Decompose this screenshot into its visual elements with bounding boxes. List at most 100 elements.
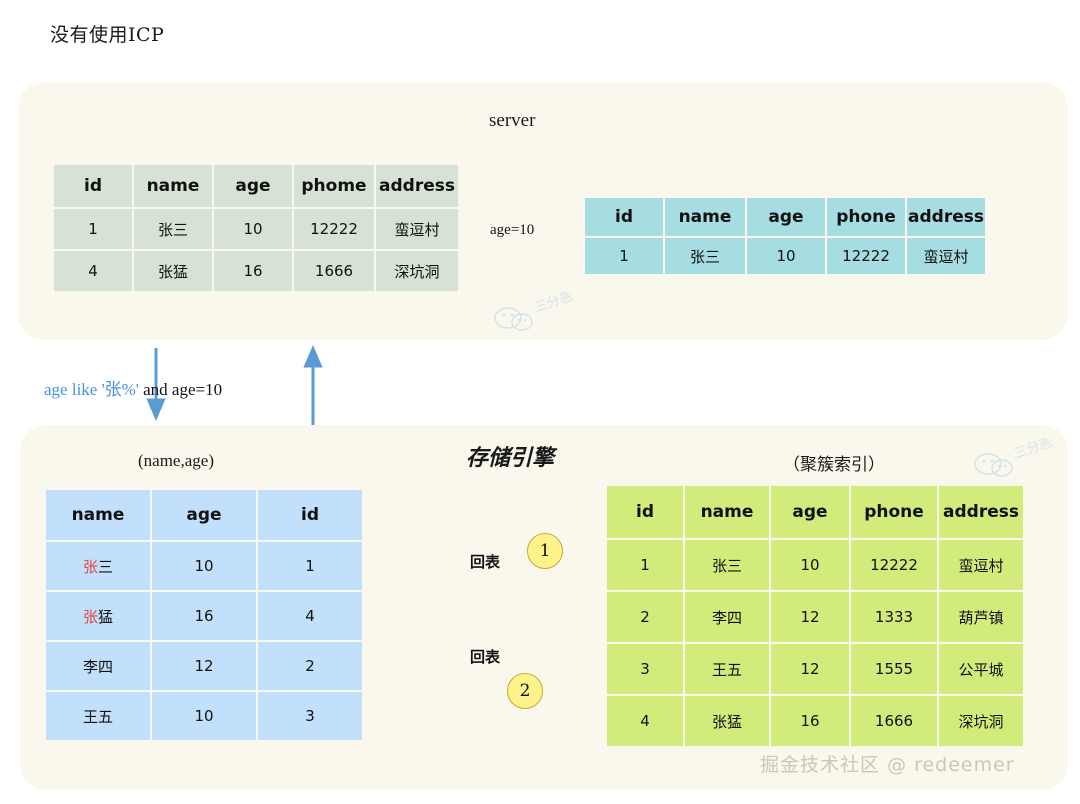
cell-id: 1 bbox=[607, 540, 683, 590]
table-row: 4 张猛 16 1666 深坑洞 bbox=[607, 696, 1023, 746]
page-title: 没有使用ICP bbox=[50, 24, 165, 46]
cell: 12 bbox=[771, 644, 849, 694]
column-header: id bbox=[607, 486, 683, 538]
cell-name: 张猛 bbox=[46, 592, 150, 640]
secondary-index-table: name age id 张三 10 1 张猛 16 4 李四 12 2 王五 1… bbox=[44, 488, 364, 742]
name-prefix-highlight: 张 bbox=[82, 607, 98, 626]
cell: 16 bbox=[214, 251, 292, 291]
cell: 1666 bbox=[294, 251, 374, 291]
table-row: 3 王五 12 1555 公平城 bbox=[607, 644, 1023, 694]
clustered-index-table: id name age phone address 1 张三 10 12222 … bbox=[605, 484, 1025, 748]
clustered-index-caption: （聚簇索引） bbox=[783, 455, 885, 475]
cell-age: 16 bbox=[152, 592, 256, 640]
cell: 12222 bbox=[294, 209, 374, 249]
table-row: 李四 12 2 bbox=[46, 642, 362, 690]
step-badge-1: 1 bbox=[527, 533, 563, 569]
cell-name: 王五 bbox=[46, 692, 150, 740]
column-header: address bbox=[376, 165, 458, 207]
cell-id: 3 bbox=[258, 692, 362, 740]
cell: 1 bbox=[585, 238, 663, 274]
cell-age: 10 bbox=[152, 692, 256, 740]
column-header: phone bbox=[827, 198, 905, 236]
cell: 12222 bbox=[851, 540, 937, 590]
cell: 1 bbox=[54, 209, 132, 249]
cell-id: 4 bbox=[258, 592, 362, 640]
cell: 1666 bbox=[851, 696, 937, 746]
cell: 张猛 bbox=[134, 251, 212, 291]
table-header-row: id name age phone address bbox=[607, 486, 1023, 538]
name-rest: 猛 bbox=[98, 607, 114, 626]
lookup-label-2: 回表 bbox=[466, 645, 505, 668]
secondary-index-caption: (name,age) bbox=[138, 451, 214, 470]
column-header: id bbox=[54, 165, 132, 207]
lookup-label-1: 回表 bbox=[466, 550, 505, 573]
server-source-table: id name age phome address 1 张三 10 12222 … bbox=[52, 163, 460, 293]
condition-black-part: and age=10 bbox=[138, 380, 223, 399]
column-header: address bbox=[907, 198, 985, 236]
table-row: 1 张三 10 12222 蛮逗村 bbox=[54, 209, 458, 249]
cell: 1333 bbox=[851, 592, 937, 642]
column-header: age bbox=[747, 198, 825, 236]
where-condition-text: age like '张%' and age=10 bbox=[44, 375, 222, 400]
cell-id: 2 bbox=[258, 642, 362, 690]
cell: 李四 bbox=[685, 592, 769, 642]
cell: 16 bbox=[771, 696, 849, 746]
column-header: id bbox=[258, 490, 362, 540]
column-header: phome bbox=[294, 165, 374, 207]
cell: 蛮逗村 bbox=[907, 238, 985, 274]
table-row: 张猛 16 4 bbox=[46, 592, 362, 640]
cell: 王五 bbox=[685, 644, 769, 694]
table-row: 2 李四 12 1333 葫芦镇 bbox=[607, 592, 1023, 642]
cell: 10 bbox=[214, 209, 292, 249]
cell: 张三 bbox=[665, 238, 745, 274]
column-header: name bbox=[46, 490, 150, 540]
cell-age: 10 bbox=[152, 542, 256, 590]
cell: 葫芦镇 bbox=[939, 592, 1023, 642]
table-row: 4 张猛 16 1666 深坑洞 bbox=[54, 251, 458, 291]
column-header: name bbox=[685, 486, 769, 538]
storage-engine-label: 存储引擎 bbox=[466, 445, 555, 471]
table-row: 1 张三 10 12222 蛮逗村 bbox=[585, 238, 985, 274]
table-header-row: name age id bbox=[46, 490, 362, 540]
cell-name: 张三 bbox=[46, 542, 150, 590]
column-header: age bbox=[771, 486, 849, 538]
cell: 张猛 bbox=[685, 696, 769, 746]
cell: 1555 bbox=[851, 644, 937, 694]
cell: 10 bbox=[747, 238, 825, 274]
name-prefix-highlight: 张 bbox=[82, 557, 98, 576]
cell: 公平城 bbox=[939, 644, 1023, 694]
column-header: name bbox=[134, 165, 212, 207]
step-badge-2: 2 bbox=[507, 673, 543, 709]
server-result-table: id name age phone address 1 张三 10 12222 … bbox=[583, 196, 987, 276]
cell-id: 3 bbox=[607, 644, 683, 694]
cell: 12 bbox=[771, 592, 849, 642]
cell-id: 1 bbox=[258, 542, 362, 590]
arrow-label-age-filter: age=10 bbox=[486, 221, 539, 240]
column-header: name bbox=[665, 198, 745, 236]
cell: 深坑洞 bbox=[939, 696, 1023, 746]
cell-age: 12 bbox=[152, 642, 256, 690]
cell-name: 李四 bbox=[46, 642, 150, 690]
cell: 张三 bbox=[685, 540, 769, 590]
cell-id: 4 bbox=[607, 696, 683, 746]
table-header-row: id name age phome address bbox=[54, 165, 458, 207]
cell: 10 bbox=[771, 540, 849, 590]
cell: 4 bbox=[54, 251, 132, 291]
cell: 深坑洞 bbox=[376, 251, 458, 291]
cell: 蛮逗村 bbox=[939, 540, 1023, 590]
column-header: phone bbox=[851, 486, 937, 538]
cell: 12222 bbox=[827, 238, 905, 274]
column-header: id bbox=[585, 198, 663, 236]
table-row: 张三 10 1 bbox=[46, 542, 362, 590]
cell: 张三 bbox=[134, 209, 212, 249]
footer-watermark: 掘金技术社区 @ redeemer bbox=[760, 754, 1015, 776]
column-header: age bbox=[214, 165, 292, 207]
column-header: address bbox=[939, 486, 1023, 538]
name-rest: 三 bbox=[98, 557, 114, 576]
server-label: server bbox=[489, 110, 536, 131]
table-row: 1 张三 10 12222 蛮逗村 bbox=[607, 540, 1023, 590]
condition-blue-part: age like '张%' bbox=[44, 380, 139, 399]
table-header-row: id name age phone address bbox=[585, 198, 985, 236]
column-header: age bbox=[152, 490, 256, 540]
cell-id: 2 bbox=[607, 592, 683, 642]
